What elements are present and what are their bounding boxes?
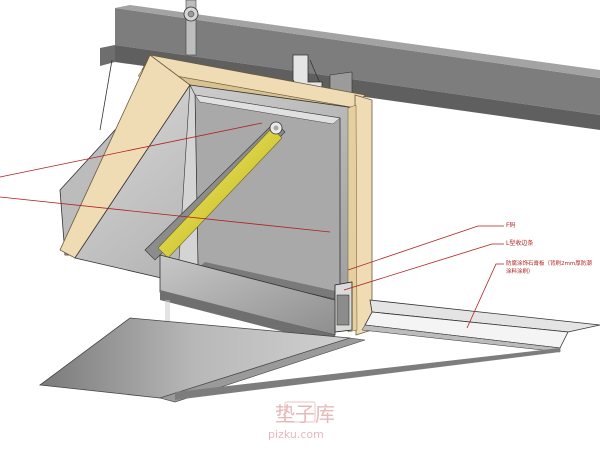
callout-panel-note-line1: 防腐涂饰石膏板（背刷2mm厚防潮 (506, 261, 592, 267)
led-light-tube (144, 121, 286, 261)
l-trim-strip (334, 281, 353, 333)
right-ceiling-board (361, 299, 600, 353)
leader-lines (0, 122, 504, 329)
steel-channel (100, 5, 600, 130)
hanger-rod (183, 0, 199, 56)
wood-frame-side (347, 94, 373, 336)
watermark-logo (284, 401, 316, 423)
callout-panel-note-line2: 涂料涂刷） (506, 269, 534, 275)
watermark-name: 垫子库 (275, 402, 335, 426)
watermark-url: pizku.com (268, 428, 324, 441)
callout-l-trim: L型收边条 (506, 240, 534, 247)
callout-f-clip: F码 (506, 222, 516, 229)
floor-slab (38, 317, 560, 403)
